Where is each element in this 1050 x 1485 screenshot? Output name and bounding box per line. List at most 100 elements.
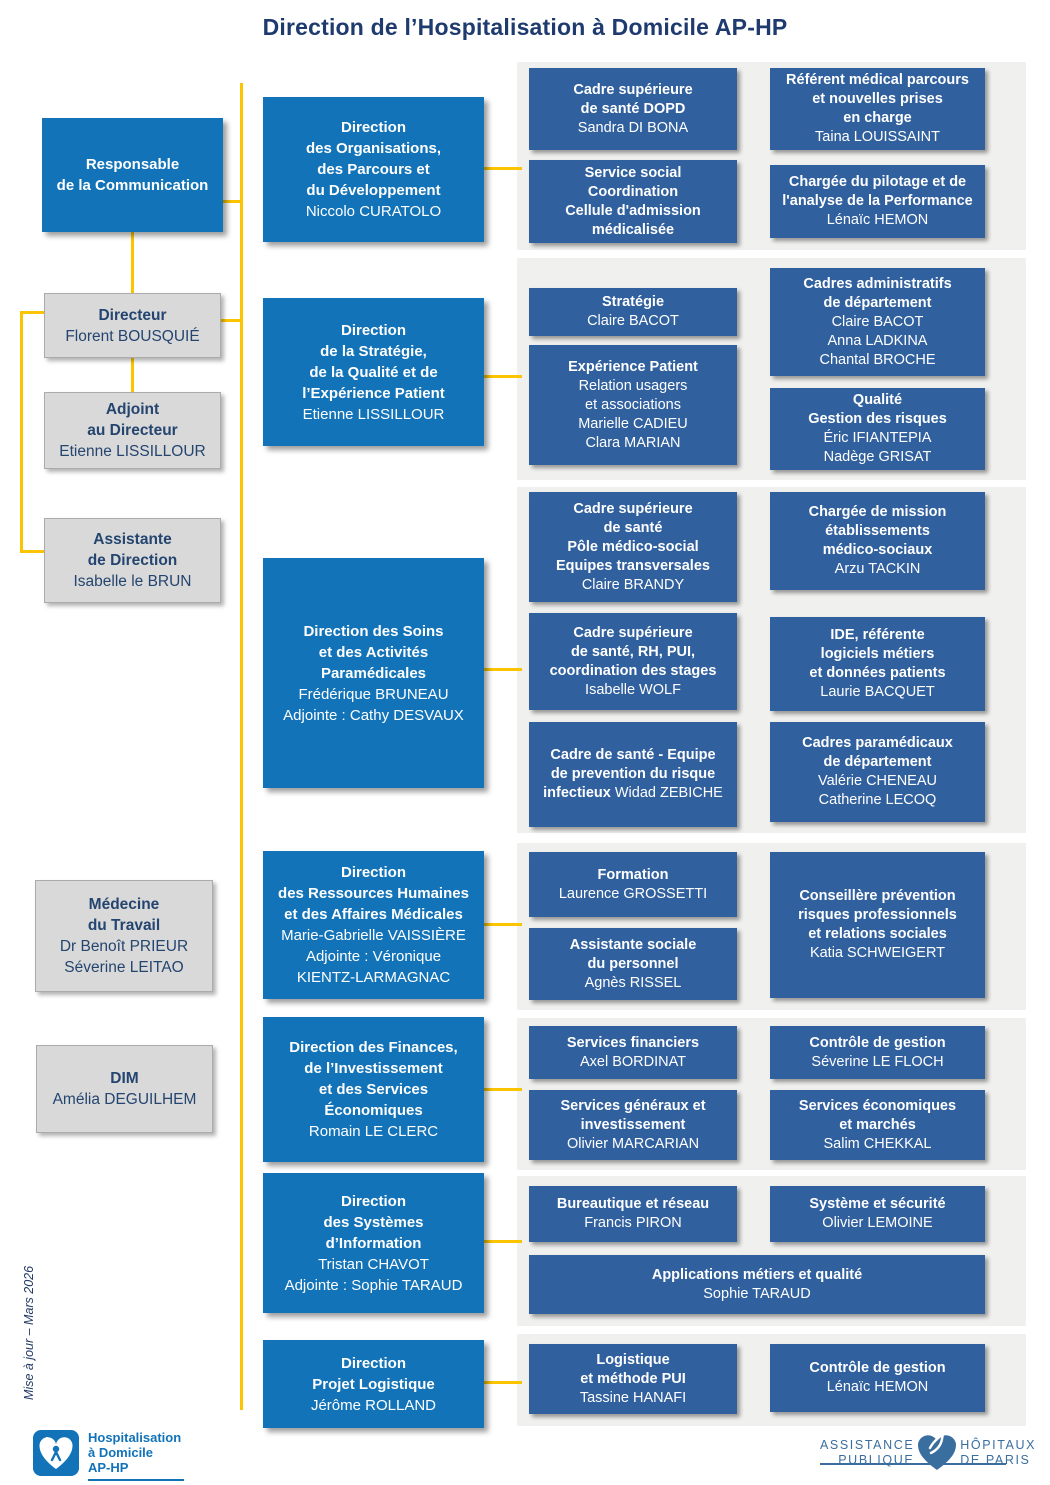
box-line: Services économiques — [799, 1097, 956, 1116]
box-line: en charge — [843, 109, 912, 128]
box-title-text: DIM — [110, 1070, 139, 1087]
box-line: Dr Benoît PRIEUR — [60, 936, 188, 957]
box-title-text: médicalisée — [591, 221, 675, 238]
box-title-text: et données patients — [809, 665, 946, 681]
box-line: Expérience Patient — [568, 358, 698, 377]
box-line: Isabelle WOLF — [585, 681, 681, 700]
box-line: Cadre de santé - Equipe — [550, 746, 715, 765]
box-person-text: Relation usagers — [578, 377, 688, 394]
box-person-text: Romain LE CLERC — [308, 1123, 439, 1140]
box-title-text: Projet Logistique — [312, 1375, 435, 1393]
box-line: Adjoint — [106, 399, 159, 420]
box-person-text: Adjointe : Cathy DESVAUX — [283, 706, 464, 724]
had-logo-underline — [88, 1479, 184, 1481]
box-person-text: Taina LOUISSAINT — [815, 129, 940, 145]
box-title-text: Bureautique et réseau — [556, 1196, 710, 1212]
box-title-text: de la Qualité et de — [309, 363, 438, 381]
connector-finances — [483, 1088, 522, 1091]
box-title-text: Conseillère prévention — [799, 888, 956, 904]
box-line: Florent BOUSQUIÉ — [65, 326, 199, 347]
box-title-text: Chargée de mission — [808, 504, 947, 520]
box-line: DIM — [110, 1068, 138, 1089]
had-logo-line1: Hospitalisation — [88, 1430, 182, 1445]
box-title-text: IDE, référente — [830, 627, 925, 643]
box-title-text: Économiques — [324, 1102, 423, 1119]
box-person-text: Éric IFIANTEPIA — [823, 430, 932, 446]
connector-directeur — [221, 319, 240, 322]
box-title-text: Services généraux et — [560, 1097, 706, 1114]
box-title-text: de département — [823, 754, 932, 770]
box-line: Cadre supérieure — [573, 624, 692, 643]
box-title-text: et des Services — [318, 1081, 429, 1098]
aphp-logo-right-text: HÔPITAUX DE PARIS — [960, 1438, 1036, 1468]
box-person-text: Clara MARIAN — [585, 434, 681, 451]
connector-rh — [483, 923, 522, 926]
box-person-text: Olivier LEMOINE — [822, 1215, 933, 1231]
box-line: et associations — [585, 396, 681, 415]
connector-dsi — [483, 1240, 522, 1243]
box-line: Cadres administratifs — [803, 275, 951, 294]
box-line: Axel BORDINAT — [580, 1053, 686, 1072]
box-title-text: des Parcours et — [317, 161, 430, 178]
had-logo: Hospitalisation à Domicile AP-HP — [33, 1430, 184, 1481]
box-title-text: de santé DOPD — [580, 100, 686, 117]
box-title-text: Qualité — [852, 392, 903, 408]
box-title-text: investissement — [580, 1116, 686, 1133]
box-line: Salim CHEKKAL — [824, 1135, 932, 1154]
box-person-text: Séverine LEITAO — [64, 959, 184, 976]
box-line: Médecine — [89, 894, 160, 915]
box-line: et relations sociales — [808, 925, 947, 944]
box-line: Catherine LECOQ — [819, 791, 937, 810]
box-title-text: Direction — [340, 321, 406, 339]
box-line: coordination des stages — [550, 662, 717, 681]
box-line: de Direction — [88, 550, 178, 571]
box-line: Agnès RISSEL — [585, 974, 682, 993]
box-person-text: Olivier MARCARIAN — [566, 1135, 700, 1152]
box-person-text: Tristan CHAVOT — [318, 1255, 429, 1273]
box-line: risques professionnels — [798, 906, 957, 925]
box-title-text: de santé, RH, PUI, — [570, 643, 696, 660]
box-person-text: Niccolo CURATOLO — [305, 203, 442, 220]
box-person-text: Adjointe : Véronique — [305, 948, 442, 965]
box-title-text: établissements — [825, 523, 930, 539]
box-line: et données patients — [809, 664, 945, 683]
had-heart-icon — [33, 1430, 79, 1481]
box-title-text: Cellule d'admission — [565, 202, 701, 219]
box-line: et des Affaires Médicales — [284, 904, 463, 925]
box-title-text: l'analyse de la Performance — [782, 193, 973, 209]
box-line: des Ressources Humaines — [278, 883, 469, 904]
box-line: Gestion des risques — [808, 410, 947, 429]
box-line: Contrôle de gestion — [809, 1359, 945, 1378]
box-title-text: Applications métiers et qualité — [651, 1266, 863, 1283]
box-line: Adjointe : Sophie TARAUD — [285, 1275, 463, 1296]
box-line: Direction — [341, 1353, 406, 1374]
box-line: Services généraux et — [560, 1097, 705, 1116]
box-line: et des Services — [319, 1079, 428, 1100]
box-line: de santé, RH, PUI, — [571, 643, 695, 662]
box-title-text: Formation — [597, 866, 669, 883]
box-line: Projet Logistique — [312, 1374, 435, 1395]
box-person-text: Laurence GROSSETTI — [558, 885, 708, 902]
box-person-text: Jérôme ROLLAND — [310, 1396, 437, 1414]
had-logo-line3: AP-HP — [88, 1460, 129, 1475]
box-line: Adjointe : Cathy DESVAUX — [283, 705, 464, 726]
box-person-text: Claire BACOT — [831, 313, 924, 330]
box-title-text: Cadre de santé - Equipe — [550, 747, 716, 763]
box-line: Logistique — [596, 1351, 669, 1370]
box-title-text: de Direction — [87, 552, 178, 569]
box-line: Sophie TARAUD — [703, 1285, 810, 1304]
box-line: médicalisée — [592, 221, 674, 240]
connector-organisations — [483, 167, 522, 170]
box-line: Etienne LISSILLOUR — [59, 441, 205, 462]
box-line: Direction — [341, 1191, 406, 1212]
